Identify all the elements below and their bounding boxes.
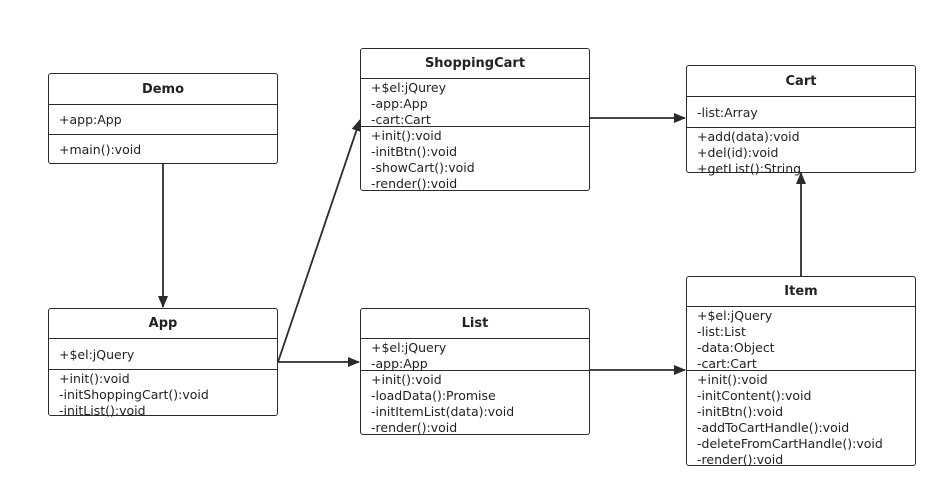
method: -render():void bbox=[371, 176, 458, 191]
attributes-section: +app:App bbox=[49, 105, 277, 135]
attribute: +$el:jQuery bbox=[59, 346, 135, 362]
method: +getList():String bbox=[697, 161, 802, 176]
method: -deleteFromCartHandle():void bbox=[697, 436, 883, 451]
method: -initItemList(data):void bbox=[371, 404, 515, 419]
class-name: Demo bbox=[49, 74, 277, 105]
attributes-section: -list:Array bbox=[687, 97, 915, 128]
attribute: +$el:jQuery bbox=[371, 340, 447, 355]
method: +init():void bbox=[59, 371, 130, 386]
class-name: Item bbox=[687, 277, 915, 307]
class-name: Cart bbox=[687, 66, 915, 97]
attribute: -list:Array bbox=[697, 104, 758, 120]
class-item[interactable]: Item+$el:jQuery-list:List-data:Object-ca… bbox=[686, 276, 916, 467]
class-cart[interactable]: Cart -list:Array +add(data):void+del(id):v… bbox=[686, 65, 916, 176]
method: +init():void bbox=[371, 128, 442, 143]
class-list[interactable]: List+$el:jQuery-app:App+init():void-load… bbox=[360, 308, 590, 435]
attribute: -list:List bbox=[697, 324, 746, 339]
method: +del(id):void bbox=[697, 145, 779, 160]
arrow-app-to-shoppingcart bbox=[277, 119, 362, 363]
attributes-section: +$el:jQuery bbox=[49, 339, 277, 370]
class-demo[interactable]: Demo +app:App +main():void bbox=[48, 73, 278, 164]
method: -showCart():void bbox=[371, 160, 475, 175]
method: -render():void bbox=[697, 452, 784, 467]
methods-section: +init():void-loadData():Promise-initItem… bbox=[361, 371, 589, 435]
methods-section: +init():void-initContent():void-initBtn(… bbox=[687, 371, 915, 467]
methods-section: +init():void-initShoppingCart():void-ini… bbox=[49, 370, 277, 418]
attributes-section: +$el:jQuery-list:List-data:Object-cart:C… bbox=[687, 307, 915, 371]
methods-section: +main():void bbox=[49, 135, 277, 164]
class-name: App bbox=[49, 309, 277, 339]
method: -initShoppingCart():void bbox=[59, 387, 209, 402]
method: -render():void bbox=[371, 420, 458, 435]
attributes-section: +$el:jQurey-app:App-cart:Cart bbox=[361, 79, 589, 127]
method: +init():void bbox=[697, 372, 768, 387]
class-name: ShoppingCart bbox=[361, 49, 589, 79]
class-shoppingcart[interactable]: ShoppingCart+$el:jQurey-app:App-cart:Car… bbox=[360, 48, 590, 191]
methods-section: +init():void-initBtn():void-showCart():v… bbox=[361, 127, 589, 191]
attribute: +$el:jQurey bbox=[371, 80, 446, 95]
method: +main():void bbox=[59, 142, 142, 157]
class-app[interactable]: App +$el:jQuery +init():void-initShoppingC… bbox=[48, 308, 278, 418]
method: -initBtn():void bbox=[371, 144, 458, 159]
attribute: +app:App bbox=[59, 112, 122, 127]
methods-section: +add(data):void+del(id):void+getList():S… bbox=[687, 128, 915, 176]
method: +add(data):void bbox=[697, 129, 800, 144]
attribute: -app:App bbox=[371, 96, 428, 111]
attribute: +$el:jQuery bbox=[697, 308, 773, 323]
method: -loadData():Promise bbox=[371, 388, 496, 403]
attribute: -cart:Cart bbox=[697, 356, 757, 371]
method: -initContent():void bbox=[697, 388, 812, 403]
attributes-section: +$el:jQuery-app:App bbox=[361, 339, 589, 371]
method: +init():void bbox=[371, 372, 442, 387]
attribute: -app:App bbox=[371, 356, 428, 371]
method: -initBtn():void bbox=[697, 404, 784, 419]
method: -addToCartHandle():void bbox=[697, 420, 850, 435]
class-name: List bbox=[361, 309, 589, 339]
method: -initList():void bbox=[59, 403, 146, 418]
attribute: -data:Object bbox=[697, 340, 775, 355]
attribute: -cart:Cart bbox=[371, 112, 431, 127]
